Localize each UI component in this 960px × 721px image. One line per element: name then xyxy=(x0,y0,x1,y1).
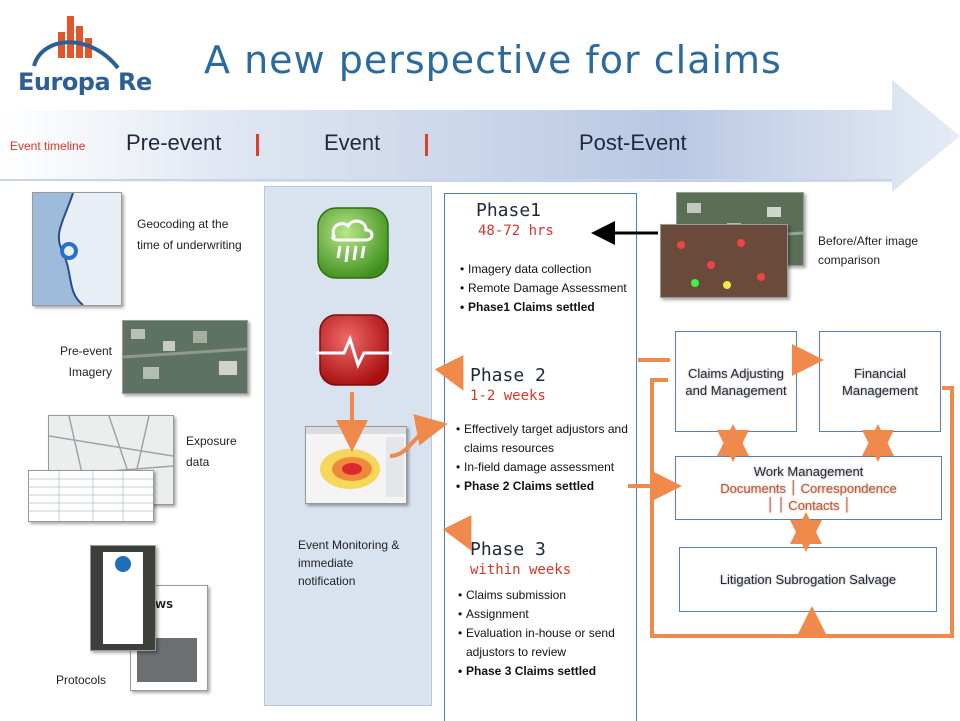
exposure-label: Exposure data xyxy=(186,434,237,469)
timeline-label: Event timeline xyxy=(10,139,86,153)
list-item: Phase1 Claims settled xyxy=(460,298,654,317)
after-image xyxy=(660,224,788,298)
storm-icon xyxy=(317,207,389,279)
stage-event: Event xyxy=(324,130,381,155)
phase3-duration: within weeks xyxy=(470,562,572,578)
litigation-box: Litigation Subrogation Salvage xyxy=(679,547,937,612)
phase1-list: Imagery data collection Remote Damage As… xyxy=(460,260,654,317)
list-item: Evaluation in-house or send adjustors to… xyxy=(458,624,638,662)
timeline-arrow xyxy=(0,80,960,192)
phase2-list: Effectively target adjustors and claims … xyxy=(456,420,644,496)
stage-post-event: Post-Event xyxy=(579,130,687,155)
stage-separator xyxy=(425,134,428,156)
work-management-subtitle: Documents ׀ Correspondence ׀ ׀ Contacts … xyxy=(720,480,897,513)
pre-event-imagery-image xyxy=(122,320,248,394)
list-item: Assignment xyxy=(458,605,638,624)
list-item: Phase 3 Claims settled xyxy=(458,662,638,681)
before-after-label: Before/After image comparison xyxy=(818,234,919,267)
phase1-title: Phase1 xyxy=(476,200,542,221)
alert-pulse-icon xyxy=(316,314,392,386)
event-monitoring-label: Event Monitoring & immediate notificatio… xyxy=(298,538,400,588)
list-item: Imagery data collection xyxy=(460,260,654,279)
phase2-title: Phase 2 xyxy=(470,365,546,386)
list-item: Effectively target adjustors and claims … xyxy=(456,420,644,458)
list-item: Phase 2 Claims settled xyxy=(456,477,644,496)
geocoding-map-image xyxy=(32,192,122,306)
logo-text: Europa Re xyxy=(18,68,152,96)
stage-pre-event: Pre-event xyxy=(126,130,222,155)
geocoding-label: Geocoding at the time of underwriting xyxy=(137,217,242,252)
list-item: In-field damage assessment xyxy=(456,458,644,477)
work-management-title: Work Management xyxy=(753,463,864,479)
exposure-table-image xyxy=(28,470,154,522)
phase1-duration: 48-72 hrs xyxy=(478,223,554,239)
pre-event-imagery-label: Pre-event Imagery xyxy=(59,344,112,379)
logo-icon xyxy=(32,16,120,70)
protocol-cover-image xyxy=(90,545,156,651)
page-title: A new perspective for claims xyxy=(204,38,782,82)
phase2-duration: 1-2 weeks xyxy=(470,388,546,404)
phase3-list: Claims submission Assignment Evaluation … xyxy=(458,586,638,681)
phase3-title: Phase 3 xyxy=(470,539,546,560)
svg-text:WS: WS xyxy=(155,600,173,611)
stage-separator xyxy=(256,134,259,156)
list-item: Remote Damage Assessment xyxy=(460,279,654,298)
protocols-label: Protocols xyxy=(56,673,107,687)
list-item: Claims submission xyxy=(458,586,638,605)
